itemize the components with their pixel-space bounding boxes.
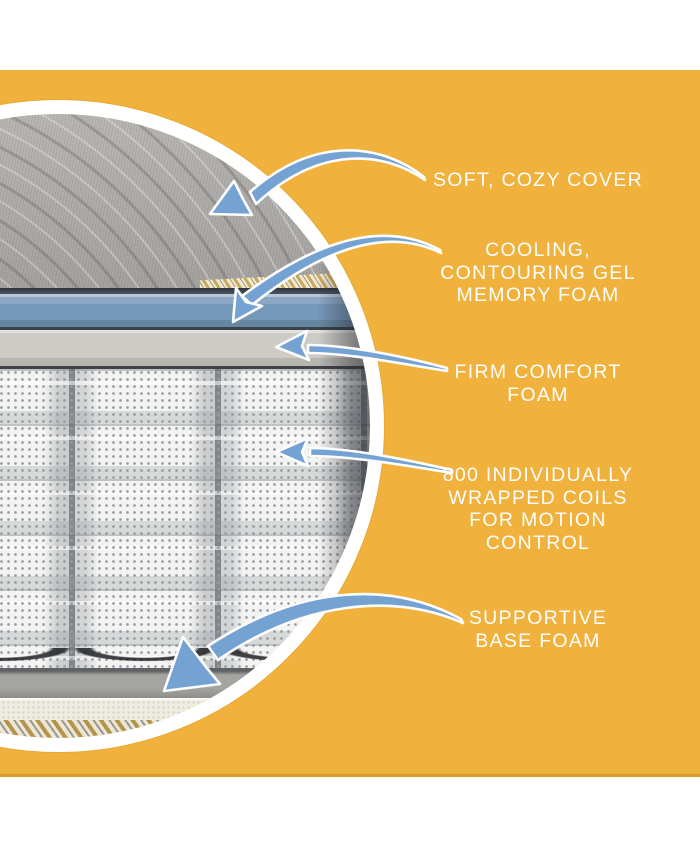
callout-line: FOAM	[507, 383, 569, 406]
callout-line: CONTOURING GEL	[440, 261, 636, 284]
callout-label-coils: 800 INDIVIDUALLY WRAPPED COILS FOR MOTIO…	[380, 464, 696, 554]
callout-label-base-foam: SUPPORTIVE BASE FOAM	[380, 607, 696, 652]
callout-label-comfort-foam: FIRM COMFORT FOAM	[380, 361, 696, 406]
callout-line: FOR MOTION	[469, 509, 607, 531]
callout-line: COOLING,	[485, 239, 591, 261]
callout-line: CONTROL	[485, 531, 591, 554]
callout-line: FIRM COMFORT	[454, 361, 622, 383]
callout-line: MEMORY FOAM	[456, 284, 620, 306]
callout-label-cover: SOFT, COZY COVER	[380, 169, 696, 192]
callout-line: BASE FOAM	[475, 629, 601, 652]
top-margin	[0, 0, 700, 70]
callout-line: 800 INDIVIDUALLY	[442, 464, 634, 486]
bottom-margin	[0, 777, 700, 855]
callout-line: WRAPPED COILS	[448, 486, 628, 509]
callout-line: SOFT, COZY COVER	[432, 169, 644, 191]
callout-label-gel-foam: COOLING, CONTOURING GEL MEMORY FOAM	[380, 239, 696, 307]
callout-line: SUPPORTIVE	[468, 607, 608, 629]
